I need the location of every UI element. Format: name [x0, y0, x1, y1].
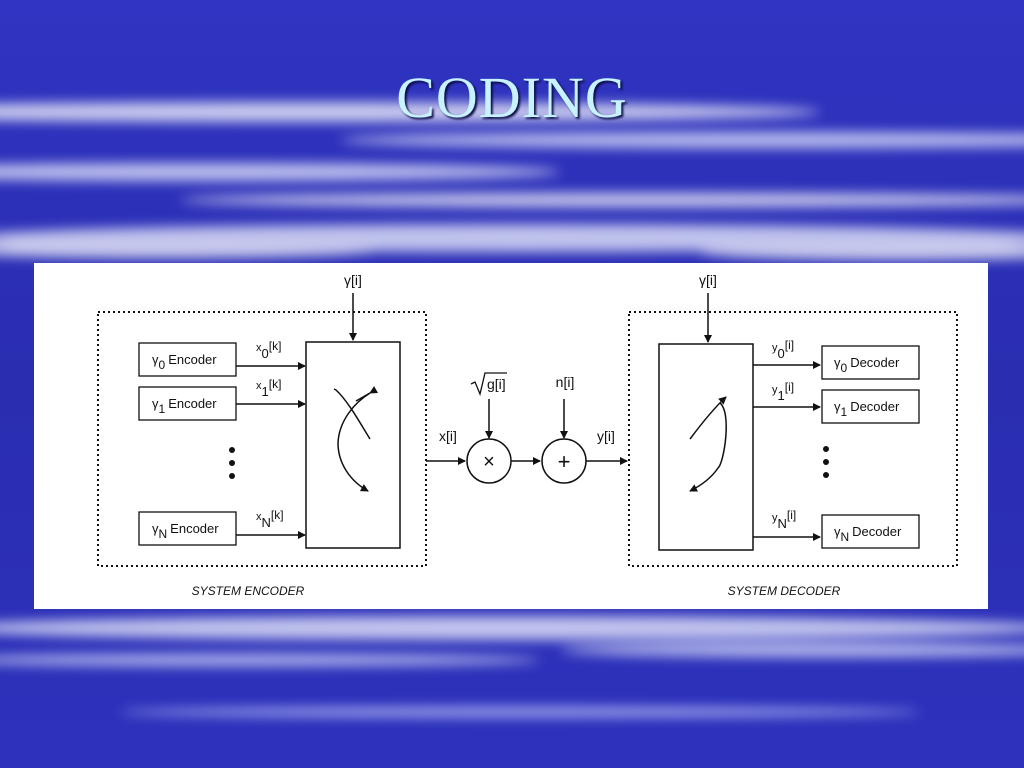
svg-text:yN[i]: yN[i]	[772, 508, 796, 531]
encoder-switch-box	[305, 341, 401, 549]
switch-cross-arrows-icon	[333, 386, 379, 492]
encoder-control-label: γ[i]	[344, 272, 362, 288]
encoder-output-1: x1[k]	[236, 377, 306, 408]
decoder-input-n: yN[i]	[753, 508, 821, 541]
encoder-ellipsis	[229, 447, 235, 479]
channel-output-label: y[i]	[597, 428, 615, 444]
channel: x[i] × g[i] + n[i] y[i]	[426, 372, 628, 484]
decoder-caption: SYSTEM DECODER	[728, 584, 841, 598]
multiplier-node: ×	[466, 438, 512, 484]
adder-node: +	[541, 438, 587, 484]
encoder-output-n: xN[k]	[236, 508, 306, 539]
svg-text:x0[k]: x0[k]	[256, 339, 281, 361]
svg-text:y1[i]: y1[i]	[772, 380, 794, 403]
svg-text:g[i]: g[i]	[487, 376, 506, 392]
encoder-dotted-frame	[97, 311, 427, 567]
sqrt-sign-icon	[470, 372, 507, 397]
decoder-input-1: y1[i]	[753, 380, 821, 411]
decoder-dotted-frame	[628, 311, 958, 567]
noise-input: n[i]	[556, 374, 575, 439]
multiply-symbol: ×	[483, 451, 495, 473]
svg-text:y0[i]: y0[i]	[772, 338, 794, 361]
slide-title: CODING	[396, 65, 628, 130]
decoder-switch-box	[658, 343, 754, 551]
svg-text:x1[k]: x1[k]	[256, 377, 281, 399]
decoder-ellipsis	[823, 446, 829, 478]
add-symbol: +	[558, 449, 571, 474]
encoder-caption: SYSTEM ENCODER	[192, 584, 305, 598]
encoder-output-0: x0[k]	[236, 339, 306, 370]
channel-input-label: x[i]	[439, 428, 457, 444]
svg-text:xN[k]: xN[k]	[256, 508, 284, 530]
switch-cross-arrows-icon	[689, 396, 727, 492]
gain-input: g[i]	[470, 372, 507, 439]
decoder-control-label: γ[i]	[699, 272, 717, 288]
decoder-input-0: y0[i]	[753, 338, 821, 369]
svg-text:n[i]: n[i]	[556, 374, 575, 390]
